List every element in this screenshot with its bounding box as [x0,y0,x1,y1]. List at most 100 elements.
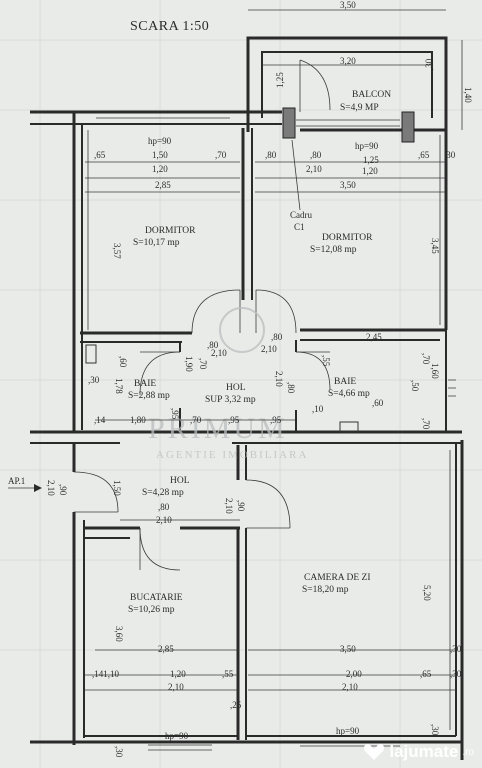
room-baie2-name: BAIE [334,377,356,387]
note-cadru: Cadru [290,210,312,220]
dim-label: ,30 [450,669,462,679]
note-ap1: AP.1 [8,476,25,486]
dim-label: ,55 [321,355,331,367]
dim-label: 2,10 [211,348,227,358]
note-hp-bottom-right: hp=90 [336,726,360,736]
dim-label: ,30 [430,724,440,736]
dim-label: 1,40 [463,87,473,103]
dim-label: ,25 [230,700,242,710]
dim-label: 2,10 [274,371,284,387]
lajumate-badge[interactable]: lajumate.ro [363,742,474,762]
scale-title: SCARA 1:50 [130,19,209,34]
room-dormitor1-name: DORMITOR [145,226,196,236]
dim-label: 1,20 [362,166,378,176]
dim-label: ,80 [286,382,296,394]
dim-label: ,14 [94,415,106,425]
dimension-labels: 3,50 3,20 1,40 1,25 ,30 ,65 1,50 ,70 ,80… [46,0,473,758]
dim-label: ,80 [271,332,283,342]
dim-label: 2,00 [346,669,362,679]
dim-label: ,30 [114,746,124,758]
dim-label: 3,50 [340,0,356,10]
dim-label: ,60 [118,356,128,368]
dim-label: 1,20 [152,164,168,174]
room-balcon-area: S=4,9 MP [340,103,379,113]
dim-label: 1,78 [114,378,124,394]
note-hp-bottom-left: hp=90 [165,731,189,741]
dim-label: 2,45 [366,332,382,342]
dim-label: ,50 [410,380,420,392]
notes: Cadru C1 AP.1 hp=90 hp=90 hp=90 hp=90 [8,136,379,741]
dim-label: 1,25 [363,155,379,165]
room-hol-name: HOL [170,476,190,486]
dim-label: 1,50 [112,480,122,496]
watermark-brand: PRIMUM [148,412,288,445]
dim-label: 2,10 [342,682,358,692]
dim-label: ,70 [190,415,202,425]
dim-label: ,65 [420,669,432,679]
room-dormitor1-area: S=10,17 mp [133,238,180,248]
dim-label: 2,85 [155,180,171,190]
dim-label: 3,60 [114,626,124,642]
room-baie1-name: BAIE [134,379,156,389]
room-camerazi-name: CAMERA DE ZI [304,573,371,583]
note-hp-top-left: hp=90 [148,136,172,146]
watermark: PRIMUM AGENTIE IMOBILIARA [148,307,308,461]
watermark-sub: AGENTIE IMOBILIARA [156,449,308,461]
dim-label: 1,60 [430,363,440,379]
dim-label: ,65 [418,150,430,160]
room-baie1-area: S=2,88 mp [128,391,170,401]
dim-label: 3,50 [340,180,356,190]
doors [73,59,331,571]
dim-label: 2,10 [224,498,234,514]
column-right [401,111,415,143]
dimension-lines [85,9,463,730]
dim-label: 2,85 [158,644,174,654]
dim-label: 1,80 [130,415,146,425]
dim-label: ,30 [88,375,100,385]
dim-label: 2,10 [261,344,277,354]
dim-label: ,80 [158,502,170,512]
dim-label: 3,50 [340,644,356,654]
column-left [282,107,296,139]
dim-label: ,80 [310,150,322,160]
dim-label: ,30 [444,150,456,160]
dim-label: ,141,10 [92,669,120,679]
dim-label: 3,20 [340,56,356,66]
dim-label: ,90 [58,484,68,496]
dim-label: 1,25 [275,72,285,88]
dim-label: 2,10 [46,480,56,496]
dim-label: 5,20 [422,585,432,601]
walls [30,36,464,760]
dim-label: 2,10 [156,515,172,525]
dim-label: ,80 [207,340,219,350]
room-holsup-name: HOL [226,383,246,393]
dim-label: ,95 [228,415,240,425]
dim-label: ,70 [215,150,227,160]
dim-label: ,65 [94,150,106,160]
dim-label: 1,20 [170,669,186,679]
lajumate-tld: .ro [462,746,474,758]
heart-icon [364,744,385,760]
dim-label: ,90 [236,500,246,512]
note-c1: C1 [294,222,305,232]
dim-label: ,70 [421,418,431,430]
dim-label: ,80 [265,150,277,160]
dim-label: ,60 [372,398,384,408]
room-labels: BALCON S=4,9 MP DORMITOR S=10,17 mp DORM… [128,90,391,615]
note-hp-top-right: hp=90 [355,141,379,151]
dim-label: ,70 [421,353,431,365]
dim-label: ,95 [170,408,180,420]
dim-label: 1,50 [152,150,168,160]
room-bucatarie-area: S=10,26 mp [128,605,175,615]
room-dormitor2-area: S=12,08 mp [310,245,357,255]
lajumate-brand: lajumate [389,742,459,761]
dim-label: 3,45 [430,238,440,254]
room-bucatarie-name: BUCATARIE [130,593,183,603]
room-camerazi-area: S=18,20 mp [302,585,349,595]
dim-label: ,30 [424,58,434,70]
dim-label: ,95 [270,415,282,425]
dim-label: ,55 [222,669,234,679]
room-baie2-area: S=4,66 mp [328,389,370,399]
